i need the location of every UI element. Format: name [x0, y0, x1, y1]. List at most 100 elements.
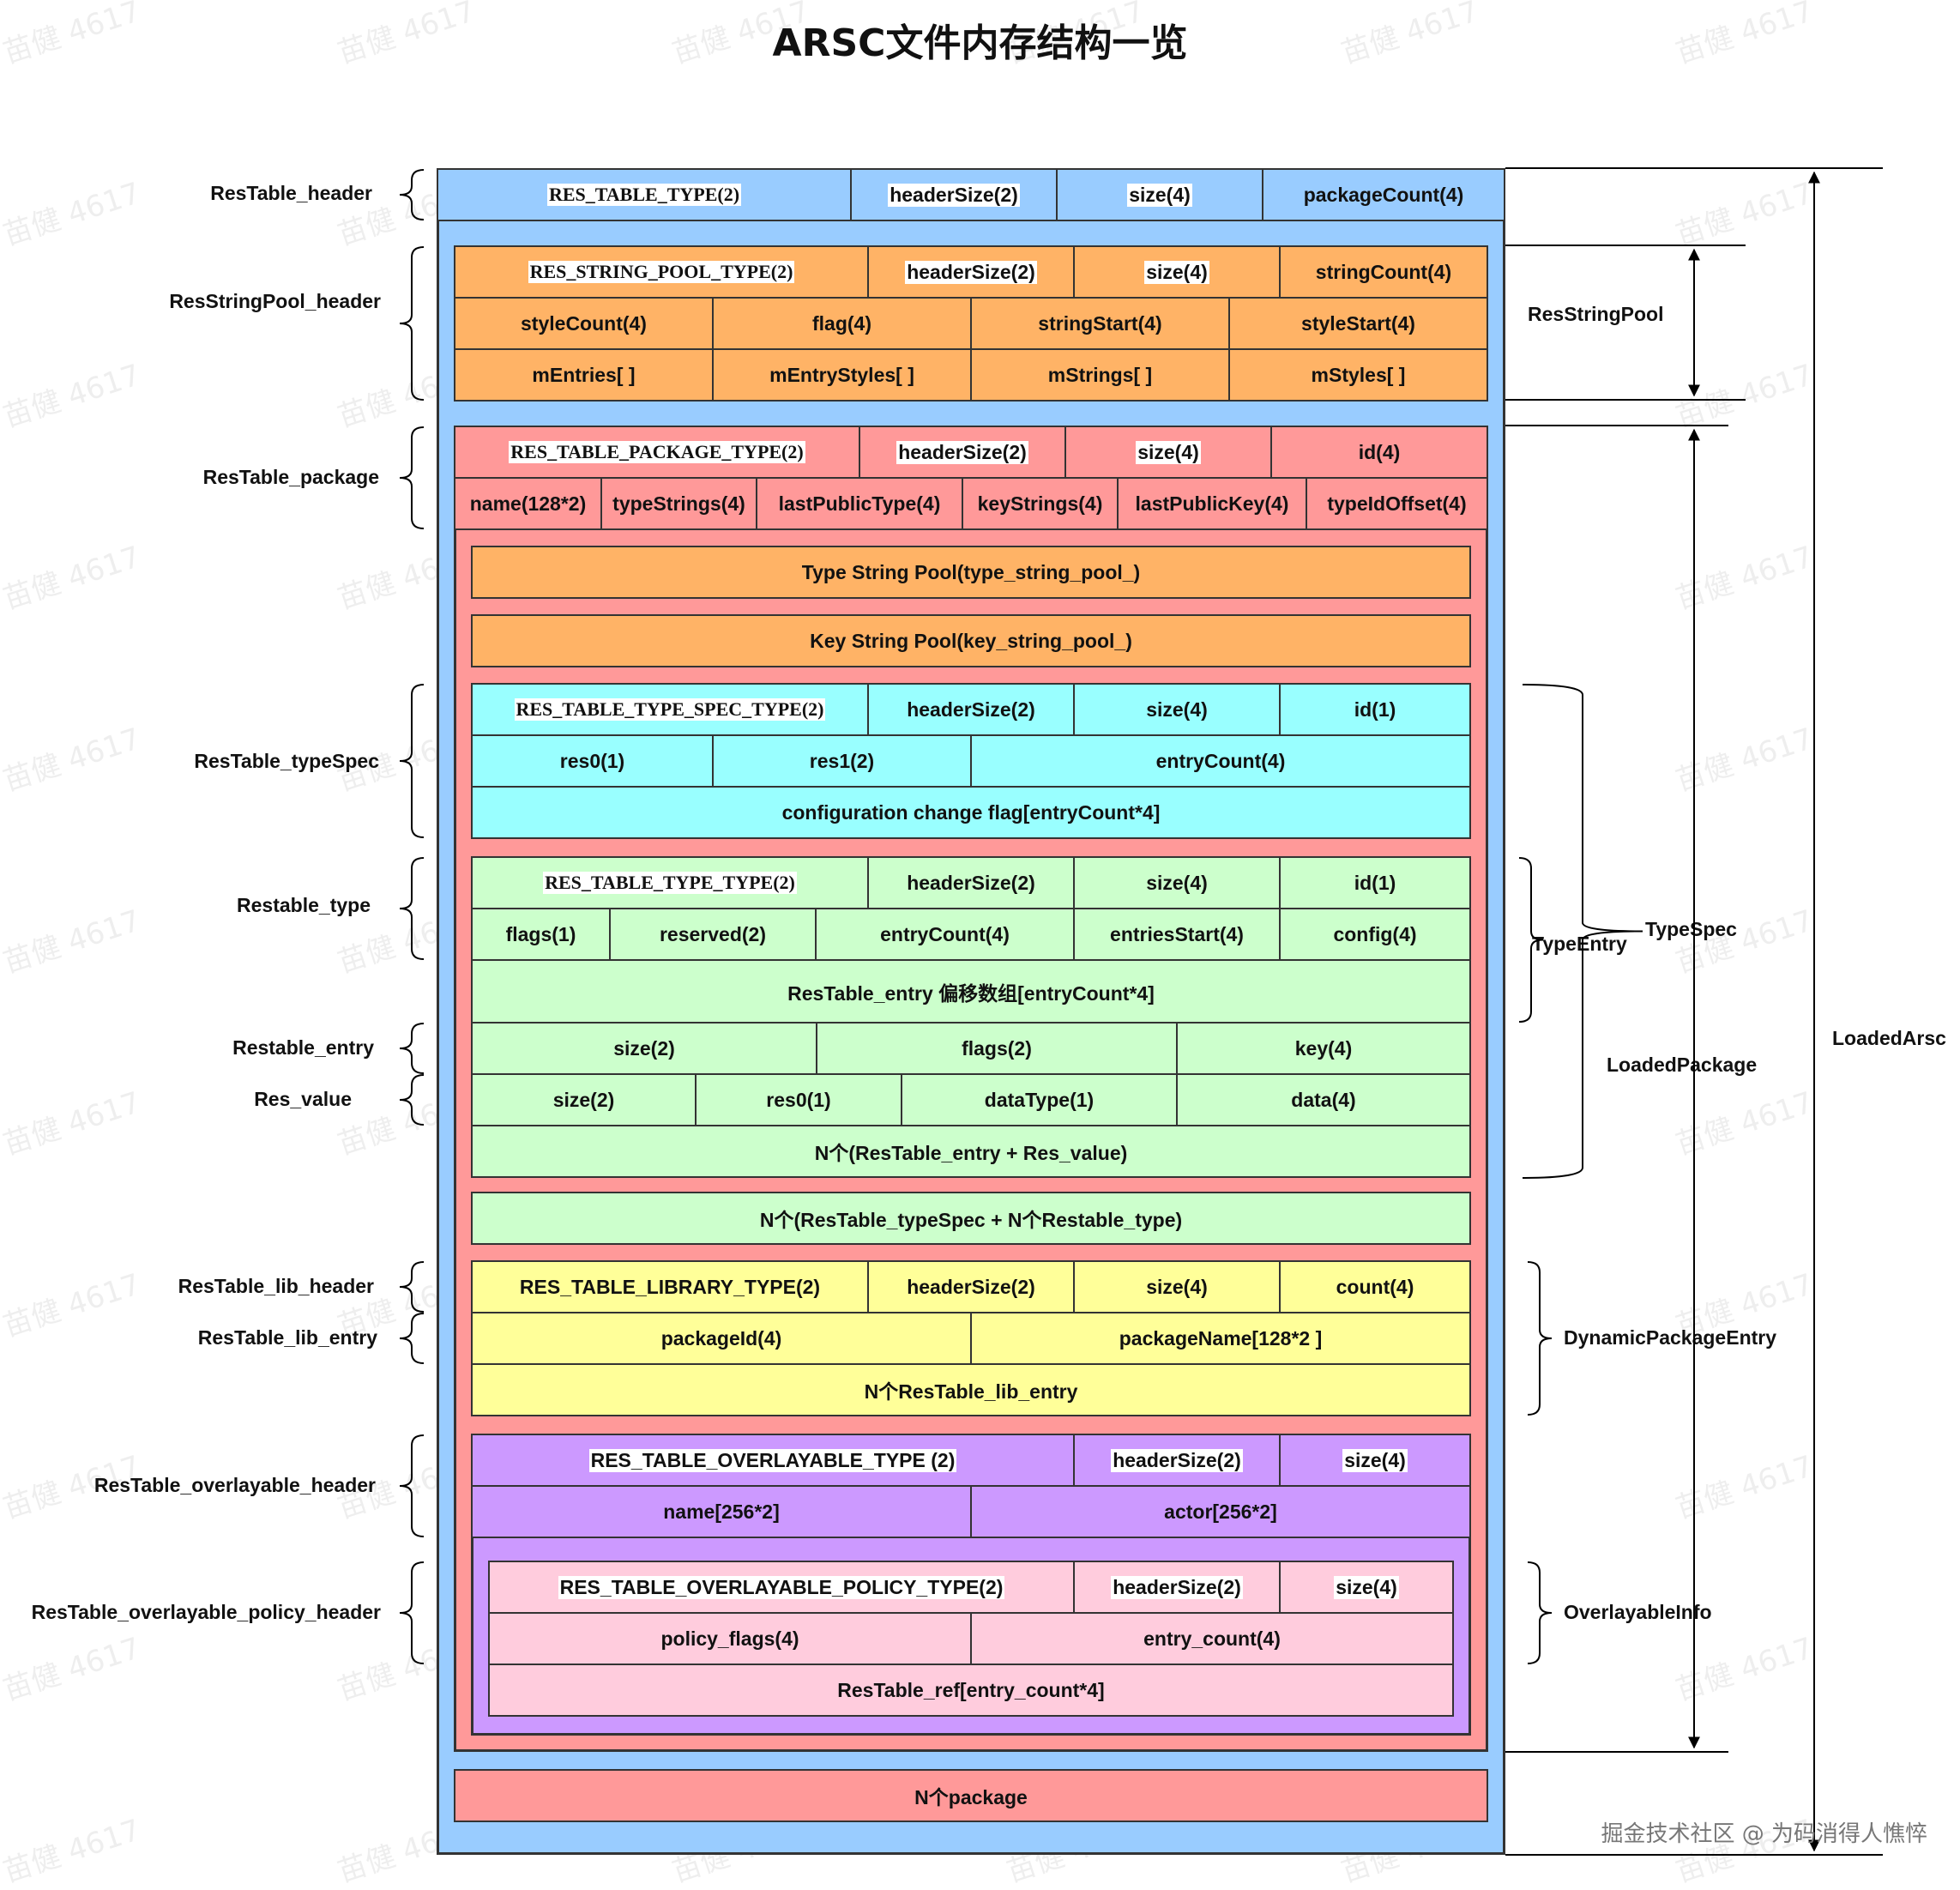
type-cell: config(4): [1333, 922, 1417, 945]
string-pool-cell: mStrings[ ]: [972, 350, 1230, 400]
package-cell: size(4): [1066, 427, 1272, 477]
policy-cell: ResTable_ref[entry_count*4]: [837, 1678, 1105, 1701]
footer-credit: 掘金技术社区 @ 为码消得人憔悴: [1601, 1821, 1927, 1847]
library-cell: packageName[128*2 ]: [1119, 1326, 1323, 1350]
package-cell: id(4): [1358, 440, 1401, 463]
library-cell: RES_TABLE_LIBRARY_TYPE(2): [473, 1262, 869, 1312]
library-cell: headerSize(2): [869, 1262, 1075, 1312]
package-row-1: RES_TABLE_PACKAGE_TYPE(2) headerSize(2) …: [454, 426, 1488, 479]
label-lib-entry: ResTable_lib_entry: [197, 1326, 377, 1349]
typespec-cell: headerSize(2): [869, 685, 1075, 734]
brace-typespec: [399, 684, 425, 838]
label-stringpool-header: ResStringPool_header: [169, 290, 381, 312]
entry-row: size(2) flags(2) key(4): [471, 1022, 1471, 1075]
label-typeentry: TypeEntry: [1532, 933, 1627, 955]
entry-repeat-cell: N个(ResTable_entry + Res_value): [814, 1142, 1128, 1164]
brace-typespec-group: [1522, 684, 1643, 1179]
package-cell: RES_TABLE_PACKAGE_TYPE(2): [455, 427, 860, 477]
brace-policy-header: [399, 1561, 425, 1664]
value-cell: dataType(1): [902, 1075, 1178, 1125]
typespec-cell: entryCount(4): [1155, 749, 1286, 772]
brace-stringpool-header: [399, 246, 425, 401]
typespec-cell: res1(2): [714, 736, 972, 786]
typespec-cell: configuration change flag[entryCount*4]: [781, 800, 1161, 824]
string-pool-cell: stringStart(4): [972, 299, 1230, 348]
restable-header-row: RES_TABLE_TYPE(2) headerSize(2) size(4) …: [437, 168, 1505, 221]
type-row-3: ResTable_entry 偏移数组[entryCount*4]: [471, 959, 1471, 1023]
label-dynamic-package-entry: DynamicPackageEntry: [1564, 1326, 1777, 1349]
string-pool-cell: headerSize(2): [869, 247, 1075, 297]
overlayable-cell: actor[256*2]: [1164, 1500, 1277, 1523]
string-pool-cell: flag(4): [714, 299, 972, 348]
brace-overlayable-header: [399, 1434, 425, 1537]
string-pool-cell: RES_STRING_POOL_TYPE(2): [455, 247, 869, 297]
type-cell: flags(1): [473, 909, 611, 959]
header-cell: size(4): [1058, 170, 1263, 220]
label-overlayableinfo: OverlayableInfo: [1564, 1601, 1712, 1623]
label-entry: Restable_entry: [232, 1036, 374, 1059]
typespec-row-2: res0(1) res1(2) entryCount(4): [471, 734, 1471, 788]
brace-package: [399, 426, 425, 529]
type-string-pool-cell: Type String Pool(type_string_pool_): [801, 560, 1141, 583]
string-pool-cell: styleStart(4): [1301, 311, 1415, 335]
typespec-cell: res0(1): [473, 736, 714, 786]
package-cell: name(128*2): [455, 479, 602, 528]
string-pool-cell: size(4): [1075, 247, 1281, 297]
typespec-row-1: RES_TABLE_TYPE_SPEC_TYPE(2) headerSize(2…: [471, 683, 1471, 736]
library-row-2: packageId(4) packageName[128*2 ]: [471, 1312, 1471, 1365]
type-cell: ResTable_entry 偏移数组[entryCount*4]: [787, 981, 1155, 1005]
policy-row-2: policy_flags(4) entry_count(4): [488, 1612, 1454, 1665]
string-pool-cell: mStyles[ ]: [1311, 363, 1406, 386]
header-cell: packageCount(4): [1303, 183, 1464, 206]
type-cell: size(4): [1075, 858, 1281, 908]
policy-row-1: RES_TABLE_OVERLAYABLE_POLICY_TYPE(2) hea…: [488, 1561, 1454, 1614]
label-loadedarsc: LoadedArsc: [1832, 1027, 1946, 1049]
policy-cell: RES_TABLE_OVERLAYABLE_POLICY_TYPE(2): [490, 1562, 1075, 1612]
entry-cell: key(4): [1294, 1036, 1353, 1060]
type-cell: entryCount(4): [817, 909, 1075, 959]
string-pool-cell: mEntries[ ]: [455, 350, 714, 400]
label-package: ResTable_package: [202, 466, 379, 488]
key-string-pool-cell: Key String Pool(key_string_pool_): [810, 629, 1132, 652]
label-overlayable-header: ResTable_overlayable_header: [93, 1474, 376, 1496]
package-cell: headerSize(2): [860, 427, 1066, 477]
library-cell: size(4): [1075, 1262, 1281, 1312]
type-cell: id(1): [1354, 871, 1396, 894]
string-pool-cell: mEntryStyles[ ]: [714, 350, 972, 400]
n-package-cell: N个package: [914, 1786, 1028, 1808]
overlayable-cell: headerSize(2): [1075, 1435, 1281, 1485]
library-cell: packageId(4): [473, 1313, 972, 1363]
entry-repeat-row: N个(ResTable_entry + Res_value): [471, 1125, 1471, 1178]
label-resstringpool: ResStringPool: [1528, 303, 1664, 325]
type-row-1: RES_TABLE_TYPE_TYPE(2) headerSize(2) siz…: [471, 856, 1471, 909]
typespec-cell: RES_TABLE_TYPE_SPEC_TYPE(2): [473, 685, 869, 734]
type-cell: reserved(2): [611, 909, 817, 959]
typespec-repeat-row: N个(ResTable_typeSpec + N个Restable_type): [471, 1192, 1471, 1245]
brace-type: [399, 857, 425, 960]
brace-entry: [399, 1023, 425, 1074]
typespec-cell: size(4): [1075, 685, 1281, 734]
string-pool-row-3: mEntries[ ] mEntryStyles[ ] mStrings[ ] …: [454, 348, 1488, 402]
type-cell: entriesStart(4): [1075, 909, 1281, 959]
package-cell: lastPublicKey(4): [1119, 479, 1307, 528]
overlayable-cell: name[256*2]: [473, 1487, 972, 1537]
string-pool-cell: styleCount(4): [455, 299, 714, 348]
package-cell: typeStrings(4): [602, 479, 757, 528]
label-restable-header: ResTable_header: [210, 182, 372, 204]
type-row-2: flags(1) reserved(2) entryCount(4) entri…: [471, 908, 1471, 961]
entry-cell: size(2): [473, 1023, 817, 1073]
label-typespec: ResTable_typeSpec: [194, 750, 379, 772]
library-repeat-row: N个ResTable_lib_entry: [471, 1363, 1471, 1416]
value-cell: size(2): [473, 1075, 697, 1125]
entry-cell: flags(2): [817, 1023, 1178, 1073]
typespec-cell: id(1): [1354, 697, 1396, 721]
label-loadedpackage: LoadedPackage: [1607, 1054, 1758, 1076]
package-row-2: name(128*2) typeStrings(4) lastPublicTyp…: [454, 477, 1488, 530]
string-pool-row-1: RES_STRING_POOL_TYPE(2) headerSize(2) si…: [454, 245, 1488, 299]
policy-cell: size(4): [1334, 1575, 1399, 1599]
label-type: Restable_type: [237, 894, 371, 916]
label-lib-header: ResTable_lib_header: [178, 1275, 374, 1297]
policy-cell: headerSize(2): [1075, 1562, 1281, 1612]
value-cell: data(4): [1291, 1088, 1356, 1111]
n-package-row: N个package: [454, 1769, 1488, 1822]
